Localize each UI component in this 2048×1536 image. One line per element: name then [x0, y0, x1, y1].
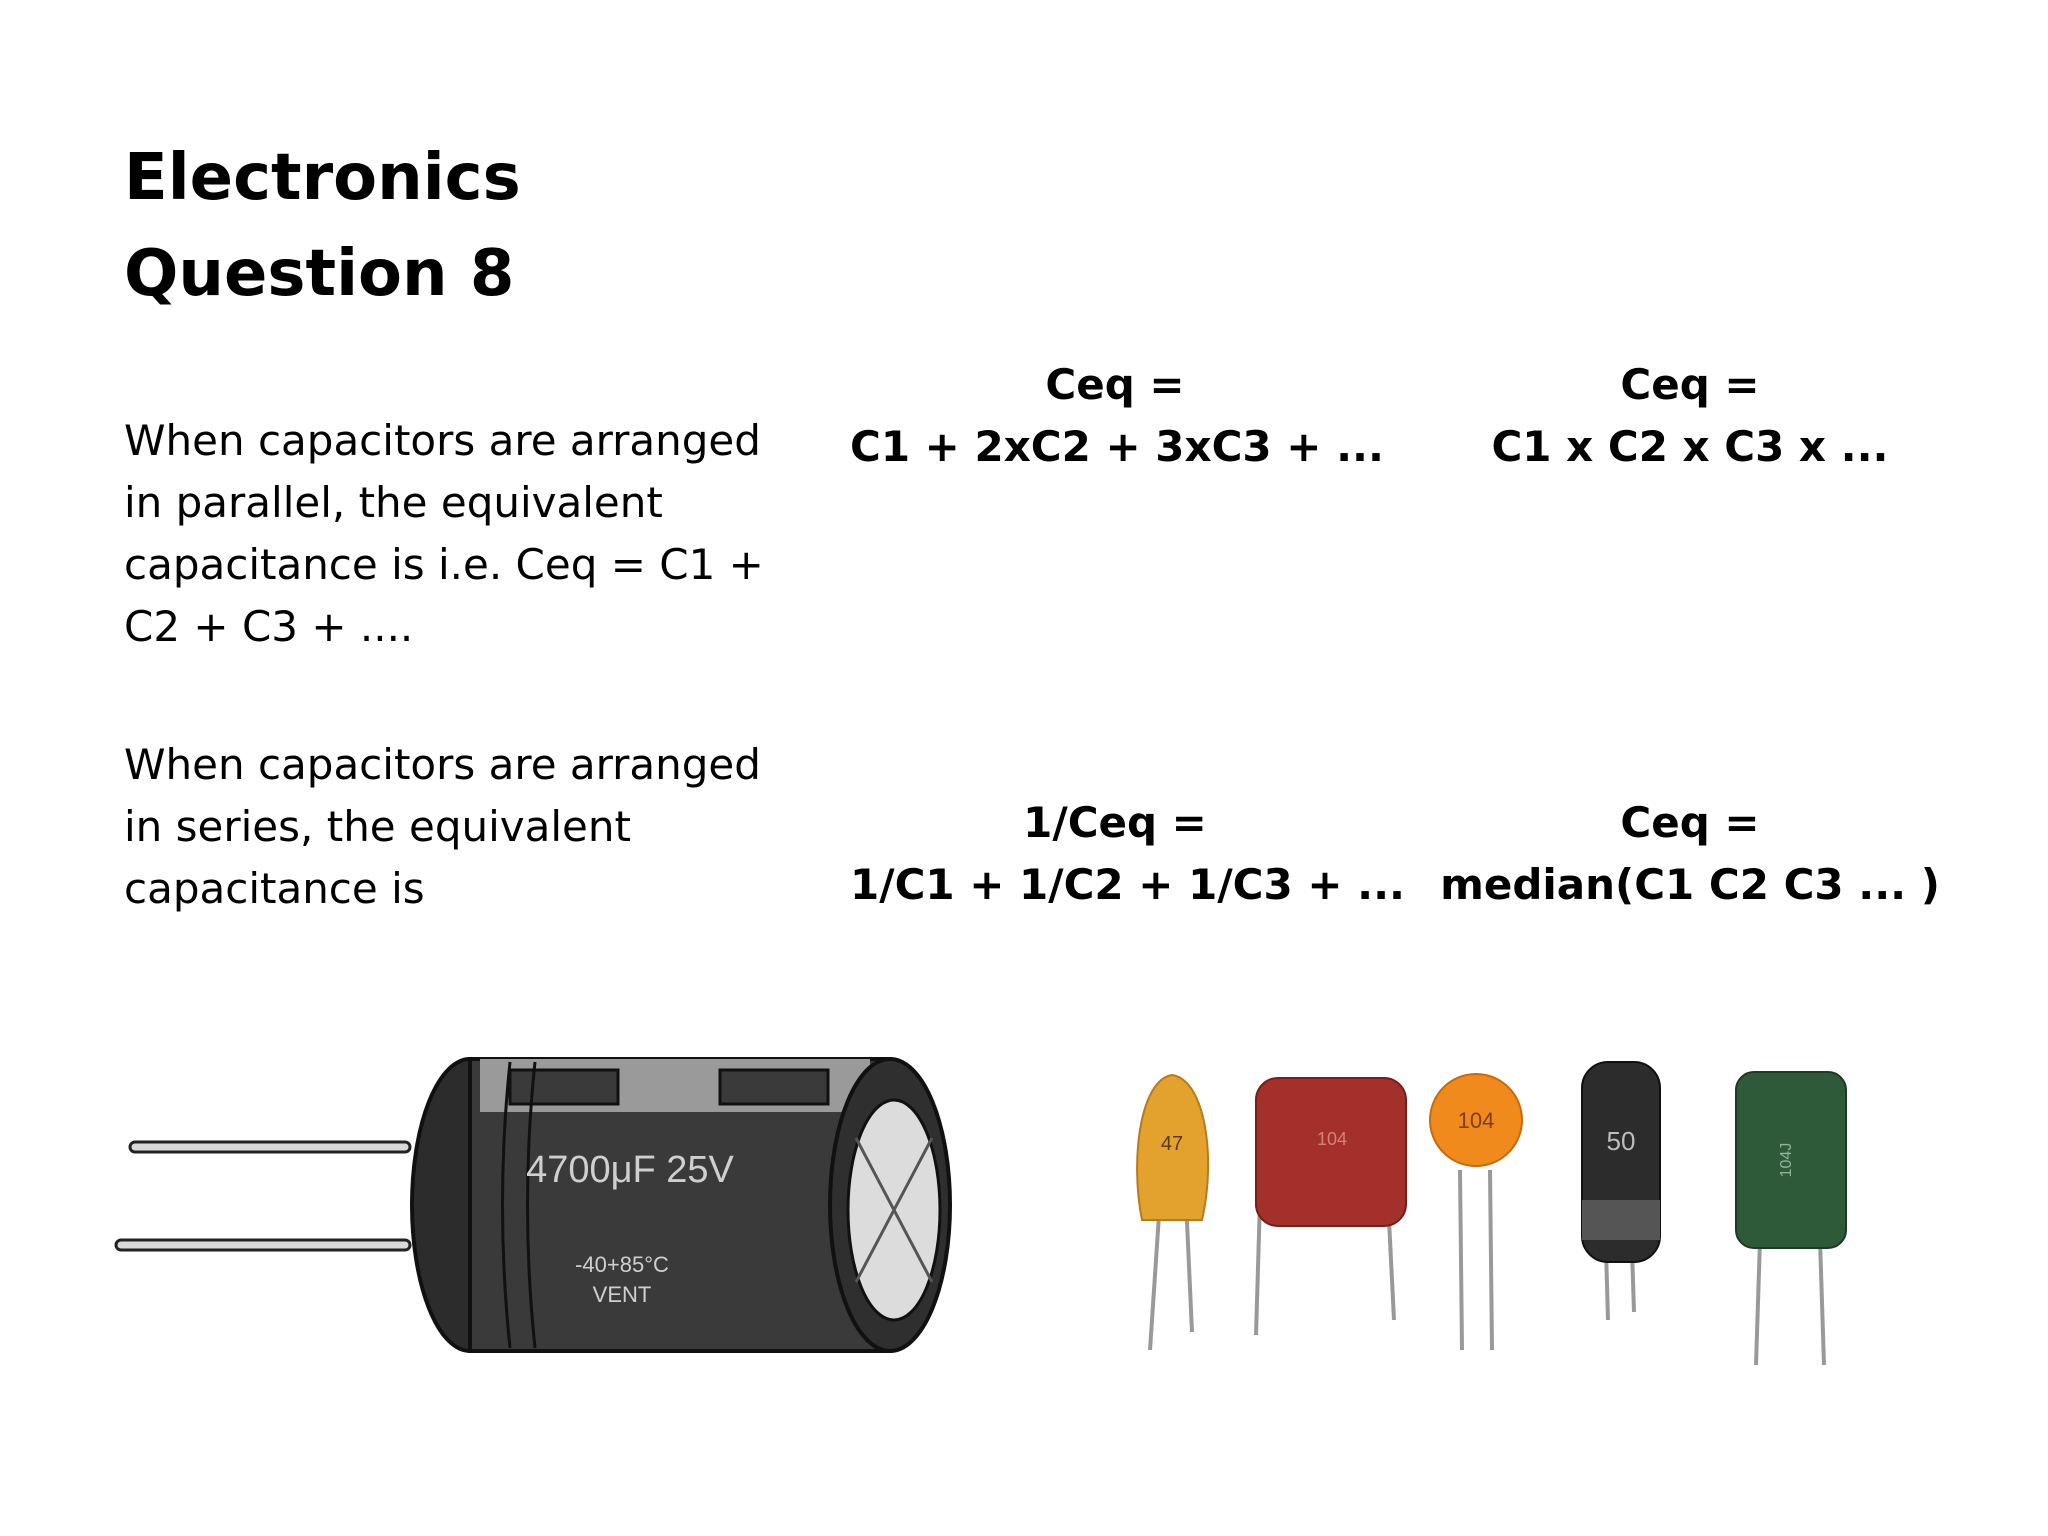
green-film-capacitor: 104J — [1735, 1071, 1847, 1366]
electrolytic-capacitor-illustration: 4700μF 25V -40+85°C VENT — [114, 1057, 952, 1353]
small-capacitors-photo: 47 104 104 50 104J — [1136, 1061, 1847, 1366]
capacitor-vent-label: VENT — [593, 1282, 652, 1307]
option-b-line-2: C1 x C2 x C3 x ... — [1491, 422, 1889, 471]
series-question: When capacitors are arranged in series, … — [124, 740, 761, 913]
option-b-line-1: Ceq = — [1620, 360, 1760, 409]
capacitor-rating-label: 4700μF 25V — [526, 1149, 734, 1191]
option-a-line-2: C1 + 2xC2 + 3xC3 + ... — [850, 422, 1384, 471]
answer-option-b[interactable]: Ceq = C1 x C2 x C3 x ... — [1470, 354, 1910, 478]
film-red-label: 104 — [1317, 1129, 1347, 1149]
option-d-line-1: Ceq = — [1620, 798, 1760, 847]
tantalum-label: 47 — [1161, 1133, 1183, 1155]
film-capacitor-red: 104 — [1254, 1077, 1407, 1336]
title-line-2: Question 8 — [124, 237, 515, 311]
title-line-1: Electronics — [124, 141, 521, 215]
electrolytic-label: 50 — [1607, 1126, 1636, 1156]
option-a-line-1: Ceq = — [1045, 360, 1185, 409]
answer-option-c[interactable]: 1/Ceq = 1/C1 + 1/C2 + 1/C3 + ... — [850, 792, 1406, 916]
option-d-line-2: median(C1 C2 C3 ... ) — [1440, 860, 1940, 909]
option-c-line-1: 1/Ceq = — [1023, 798, 1207, 847]
ceramic-disc-capacitor: 104 — [1429, 1073, 1523, 1351]
small-electrolytic-capacitor: 50 — [1581, 1061, 1661, 1321]
parallel-statement: When capacitors are arranged in parallel… — [124, 416, 764, 651]
option-c-line-2: 1/C1 + 1/C2 + 1/C3 + ... — [850, 860, 1406, 909]
capacitor-lead-bottom — [114, 1238, 412, 1252]
tantalum-capacitor: 47 — [1136, 1073, 1210, 1351]
answer-option-a[interactable]: Ceq = C1 + 2xC2 + 3xC3 + ... — [850, 354, 1384, 478]
slide-title: Electronics Question 8 — [124, 130, 521, 322]
answer-option-d[interactable]: Ceq = median(C1 C2 C3 ... ) — [1440, 792, 1940, 916]
capacitor-temp-label: -40+85°C — [575, 1252, 669, 1277]
green-film-label: 104J — [1778, 1143, 1795, 1178]
ceramic-label: 104 — [1458, 1108, 1495, 1133]
capacitor-lead-top — [128, 1140, 412, 1154]
